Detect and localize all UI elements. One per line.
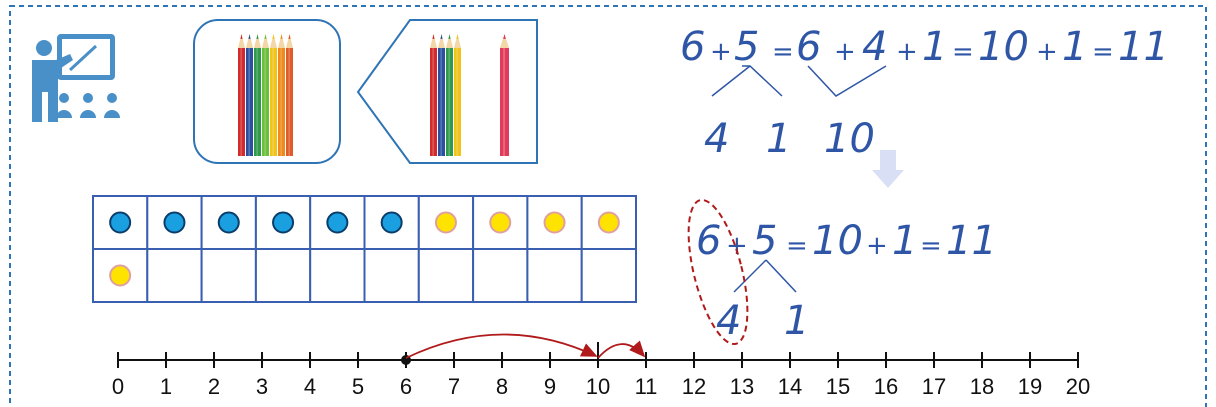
counter-blue [273,213,293,233]
counter-blue [327,213,347,233]
pencil [286,34,293,156]
eq1-11: 11 [1118,24,1169,70]
eq1-4: 4 [862,24,887,70]
single-pencil-icon [500,34,509,156]
eq1-decomp-4: 4 [704,116,729,162]
single-pencil [500,34,509,156]
pencil [430,34,437,156]
tick-label: 18 [970,374,994,399]
tick-label: 12 [682,374,706,399]
counter-blue [164,213,184,233]
eq1-1b: 1 [1062,24,1087,70]
tick-label: 13 [730,374,754,399]
eq1-plus-d: + [1036,37,1058,67]
eq1-plus-b: + [834,37,856,67]
counter-blue [110,213,130,233]
pencil [246,34,253,156]
tick-label: 11 [635,374,658,399]
equation-1: 6 + 5 = 6 + 4 + 1 = 10 + 1 = 11 4 1 10 [680,24,1169,162]
down-arrow-icon [872,150,904,188]
eq1-6a: 6 [680,24,705,70]
eq2-11: 11 [946,218,997,264]
counter-blue [219,213,239,233]
teacher-presentation-icon [32,34,120,122]
eq2-1: 1 [892,218,917,264]
eq1-10: 10 [978,24,1029,70]
tick-label: 2 [208,374,220,399]
eq2-10: 10 [812,218,863,264]
ten-frame-cell [365,249,419,302]
tick-label: 5 [352,374,364,399]
ten-frame-cell [473,249,527,302]
tick-label: 4 [304,374,316,399]
tick-label: 19 [1018,374,1042,399]
tick-label: 6 [400,374,412,399]
counter-blue [382,213,402,233]
eq1-1a: 1 [922,24,947,70]
pencil [238,34,245,156]
eq2-plus-b: + [866,231,888,261]
tick-label: 8 [496,374,508,399]
eq1-6b: 6 [796,24,821,70]
ten-frame-cell [147,249,201,302]
eq2-eq-b: = [920,231,942,261]
eq1-eq-b: = [952,37,974,67]
tick-label: 10 [586,374,610,399]
eq1-plus-c: + [896,37,918,67]
tick-label: 7 [448,374,460,399]
eq1-decomposition-lines [712,66,886,96]
ten-frame-cell [527,249,581,302]
tick-label: 14 [778,374,802,399]
pencils-icon [238,34,293,156]
eq1-plus-a: + [710,37,732,67]
eq1-eq-c: = [1092,37,1114,67]
tick-label: 1 [160,374,172,399]
eq2-plus-a: + [726,231,748,261]
ten-frame-cell [310,249,364,302]
counter-yellow [110,266,130,286]
jump-arrow [598,344,644,358]
ten-frame-grid [93,196,636,302]
pencil [454,34,461,156]
eq2-decomp-4: 4 [716,298,741,344]
counter-yellow [436,213,456,233]
tick-label: 9 [544,374,556,399]
pencil [446,34,453,156]
counter-yellow [490,213,510,233]
tick-label: 16 [874,374,898,399]
equation-2: 6 + 5 = 10 + 1 = 11 4 1 [677,194,997,349]
tick-label: 17 [922,374,946,399]
eq2-6: 6 [696,218,721,264]
pencil [278,34,285,156]
ten-frame-cell [202,249,256,302]
counter-yellow [599,213,619,233]
eq1-decomp-1: 1 [766,116,791,162]
eq2-5: 5 [752,218,777,264]
eq2-decomp-1: 1 [784,298,809,344]
ten-frame-cell [256,249,310,302]
eq2-eq-a: = [786,231,808,261]
tick-label: 20 [1066,374,1090,399]
ten-frame-cell [419,249,473,302]
pencil [270,34,277,156]
ten-frame-cell [582,249,636,302]
tick-label: 3 [256,374,268,399]
pencil [254,34,261,156]
tick-label: 0 [112,374,124,399]
eq1-5: 5 [734,24,759,70]
tick-label: 15 [826,374,850,399]
eq1-group-10: 10 [824,116,875,162]
pencil [438,34,445,156]
pencil [262,34,269,156]
eq1-eq-a: = [772,37,794,67]
counter-yellow [545,213,565,233]
